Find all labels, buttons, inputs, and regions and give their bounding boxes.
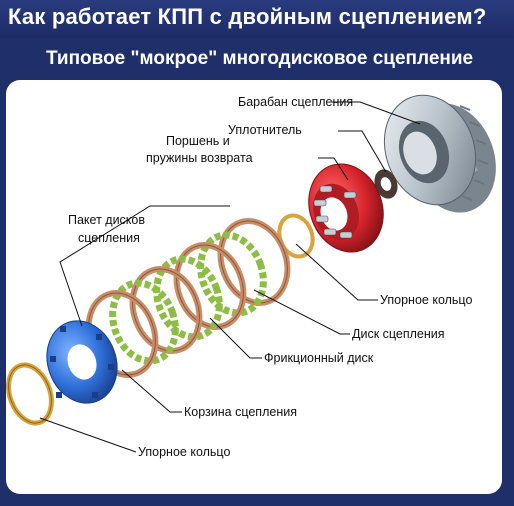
friction-disc (109, 279, 179, 365)
title-bar (0, 0, 514, 38)
leader-lines (39, 101, 421, 453)
label-friction-disc: Фрикционный диск (264, 351, 374, 365)
seal (374, 169, 398, 199)
friction-disc (153, 255, 223, 341)
friction-disc (197, 231, 267, 317)
piston-with-springs (308, 163, 384, 253)
label-clutch-basket: Корзина сцепления (184, 405, 297, 419)
clutch-basket (46, 320, 118, 404)
clutch-diagram: Барабан сцепления Уплотнитель Поршень и … (6, 94, 496, 459)
steel-disc (217, 218, 291, 306)
page-title: Как работает КПП с двойным сцеплением? (8, 4, 487, 29)
clutch-drum (383, 94, 496, 213)
steel-disc (129, 266, 203, 354)
page-subtitle: Типовое "мокрое" многодисковое сцепление (46, 48, 474, 69)
steel-disc (173, 242, 247, 330)
thrust-ring-left (6, 362, 54, 426)
label-thrust-ring-left: Упорное кольцо (138, 445, 230, 459)
label-disc-pack-line1: Пакет дисков (68, 213, 145, 227)
label-thrust-ring-right: Упорное кольцо (380, 293, 472, 307)
label-seal: Уплотнитель (228, 123, 302, 137)
label-piston-line2: пружины возврата (146, 151, 253, 165)
label-clutch-drum: Барабан сцепления (238, 95, 353, 109)
label-piston-line1: Поршень и (166, 134, 230, 148)
diagram-panel: Барабан сцепления Уплотнитель Поршень и … (6, 80, 502, 494)
label-clutch-disc: Диск сцепления (352, 327, 445, 341)
label-disc-pack-line2: сцепления (78, 231, 140, 245)
